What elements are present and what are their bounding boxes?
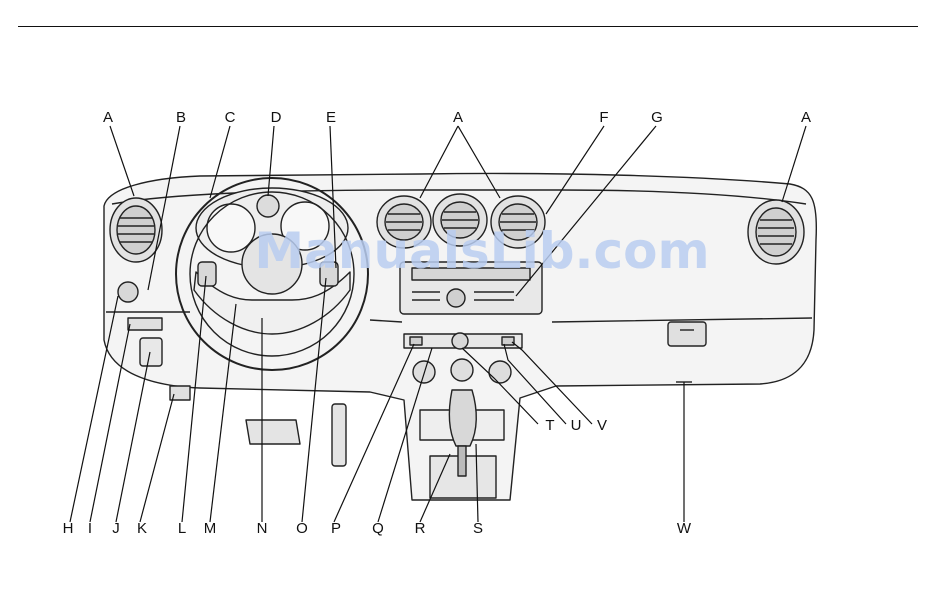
- callout-label: G: [651, 109, 663, 126]
- callout-label: R: [415, 520, 426, 537]
- callout-label: A: [453, 109, 463, 126]
- callout-label: W: [677, 520, 692, 537]
- callout-label: K: [137, 520, 147, 537]
- callout-label: H: [63, 520, 74, 537]
- callout-labels-bottom: H I J K L M N O P Q R S W: [63, 520, 692, 537]
- callout-label: E: [326, 109, 336, 126]
- right-vent: [748, 200, 804, 264]
- callout-label: T: [545, 417, 554, 434]
- callout-label: O: [296, 520, 308, 537]
- callout-label: M: [204, 520, 217, 537]
- callout-label: D: [271, 109, 282, 126]
- callout-label: S: [473, 520, 483, 537]
- callout-label: Q: [372, 520, 384, 537]
- callout-label: P: [331, 520, 341, 537]
- callout-label: F: [599, 109, 608, 126]
- watermark-text: ManualsLib.com: [254, 222, 709, 280]
- callout-labels-right: T U V: [545, 417, 607, 434]
- callout-label: B: [176, 109, 186, 126]
- callout-label: N: [257, 520, 268, 537]
- callout-label: U: [571, 417, 582, 434]
- callout-label: C: [225, 109, 236, 126]
- callout-label: I: [88, 520, 92, 537]
- callout-label: A: [801, 109, 811, 126]
- callout-label: A: [103, 109, 113, 126]
- left-vent: [110, 198, 162, 262]
- pedals: [246, 404, 346, 466]
- callout-labels-top: A B C D E A F G A: [103, 109, 811, 126]
- callout-label: L: [178, 520, 186, 537]
- callout-label: V: [597, 417, 607, 434]
- callout-label: J: [112, 520, 120, 537]
